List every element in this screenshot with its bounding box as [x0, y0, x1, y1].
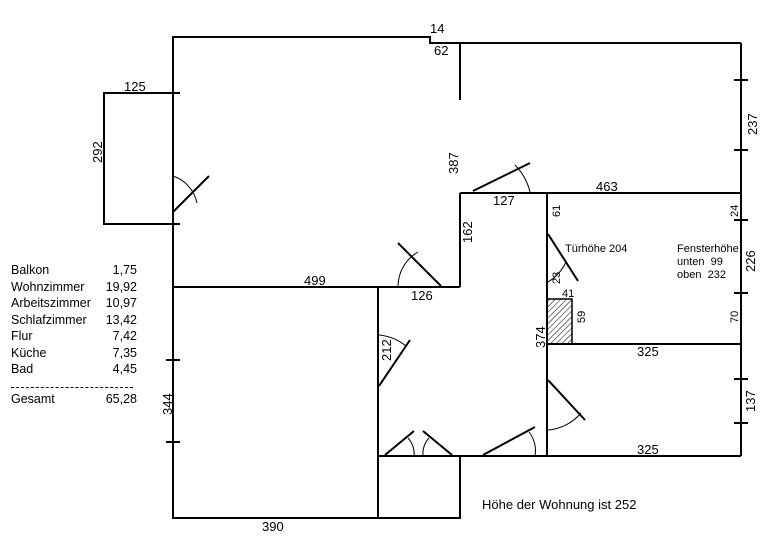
chimney-width-label: 41 — [562, 288, 574, 300]
study-door — [379, 340, 410, 386]
chimney — [547, 299, 572, 344]
living-height-label: 387 — [446, 152, 461, 174]
legend-row-balkon: Balkon 1,75 — [11, 262, 137, 279]
kitchen-window-bottom-label: 70 — [729, 311, 741, 323]
bedroom-width-label: 463 — [596, 179, 618, 194]
legend-row-schlafzimmer: Schlafzimmer 13,42 — [11, 312, 137, 329]
living-width-label: 499 — [304, 273, 326, 288]
legend-row-bad: Bad 4,45 — [11, 361, 137, 378]
study-door-label: 212 — [379, 339, 394, 361]
area-legend: Balkon 1,75 Wohnzimmer 19,92 Arbeitszimmer… — [11, 262, 137, 407]
balcony-width-label: 125 — [124, 79, 146, 94]
living-door-label: 126 — [411, 288, 433, 303]
chimney-height-label: 59 — [576, 311, 588, 323]
living-notch-label: 62 — [434, 43, 448, 58]
legend-room: Wohnzimmer — [11, 279, 85, 294]
bath-window-label: 137 — [743, 390, 758, 412]
balcony-depth-label: 292 — [90, 141, 105, 163]
legend-area: 10,97 — [105, 296, 137, 310]
bath-door — [548, 380, 585, 420]
legend-total-label: Gesamt — [11, 391, 55, 406]
bath-width-label: 325 — [637, 442, 659, 457]
legend-room: Balkon — [11, 263, 50, 277]
legend-room: Flur — [11, 329, 33, 343]
legend-area: 1,75 — [112, 263, 137, 277]
storage-box — [378, 456, 460, 518]
legend-area: 4,45 — [112, 362, 137, 376]
bedroom-window-label: 237 — [745, 113, 760, 135]
doors — [173, 163, 585, 456]
dimension-ticks — [166, 80, 748, 442]
walls — [104, 37, 741, 518]
legend-total-value: 65,28 — [105, 391, 137, 406]
legend-area: 19,92 — [105, 279, 137, 294]
legend-row-wohnzimmer: Wohnzimmer 19,92 — [11, 279, 137, 296]
bedroom-door — [473, 163, 530, 191]
door-height-note: Türhöhe 204 — [565, 243, 627, 255]
legend-area: 13,42 — [105, 312, 137, 327]
storage-door-right — [423, 431, 452, 455]
kitchen-width-label: 325 — [637, 344, 659, 359]
legend-room: Arbeitszimmer — [11, 296, 91, 310]
living-room-top-wall — [173, 37, 741, 287]
window-height-top: oben 232 — [677, 269, 726, 281]
balcony-outline — [104, 93, 173, 224]
balcony-door — [173, 176, 209, 212]
study-width-label: 390 — [262, 519, 284, 534]
hall-door — [483, 427, 535, 455]
legend-row-kueche: Küche 7,35 — [11, 345, 137, 362]
legend-area: 7,42 — [112, 329, 137, 343]
hall-wall-label: 162 — [460, 221, 475, 243]
apartment-height-note: Höhe der Wohnung ist 252 — [482, 497, 637, 512]
window-height-bottom: unten 99 — [677, 256, 723, 268]
window-height-title: Fensterhöhe — [677, 243, 739, 255]
dimension-labels: 125 292 14 62 387 499 126 127 463 237 16… — [90, 21, 760, 534]
living-notch-small-label: 14 — [430, 21, 444, 36]
hall-height-label: 374 — [533, 326, 548, 348]
legend-separator — [11, 386, 133, 388]
legend-room: Küche — [11, 345, 47, 360]
legend-area: 7,35 — [112, 345, 137, 360]
living-room-door — [398, 243, 441, 286]
study-height-label: 344 — [160, 393, 175, 415]
kitchen-door — [548, 234, 578, 281]
study-outline — [173, 287, 378, 518]
kitchen-door-top-label: 61 — [551, 205, 563, 217]
legend-row-total: Gesamt 65,28 — [11, 391, 137, 408]
bedroom-door-label: 127 — [493, 193, 515, 208]
room-notes: Türhöhe 204 Fensterhöhe unten 99 oben 23… — [565, 243, 739, 281]
kitchen-window-top-label: 24 — [729, 205, 741, 217]
storage-door-left — [385, 431, 414, 455]
kitchen-height-label: 226 — [743, 250, 758, 272]
legend-room: Bad — [11, 362, 34, 376]
kitchen-door-bottom-label: 23 — [551, 272, 563, 284]
legend-room: Schlafzimmer — [11, 312, 87, 327]
legend-row-arbeitszimmer: Arbeitszimmer 10,97 — [11, 295, 137, 312]
legend-row-flur: Flur 7,42 — [11, 328, 137, 345]
